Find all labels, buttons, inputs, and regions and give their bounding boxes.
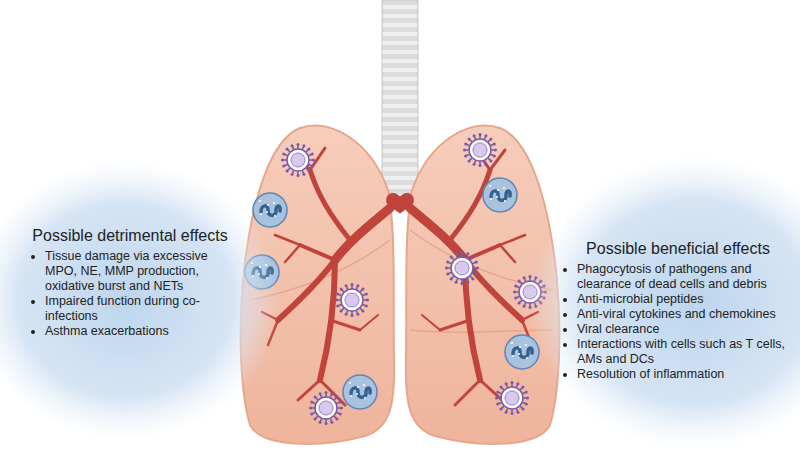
neutrophil [483,178,517,212]
effects-list: Phagocytosis of pathogens and clearance … [564,262,792,382]
trachea [382,0,418,205]
fissure [410,330,553,332]
virus-particle [309,391,343,425]
effects-text: Possible detrimental effectsTissue damag… [32,226,228,339]
virus-particle [445,251,479,285]
effect-bullet: Impaired function during co-infections [45,294,228,324]
effect-bullet: Viral clearance [577,322,792,337]
effects-text: Possible beneficial effectsPhagocytosis … [564,239,792,382]
effect-bullet: Resolution of inflammation [577,367,792,382]
virus-particle [463,133,497,167]
neutrophil [505,335,539,369]
virus-particle [495,381,529,415]
neutrophil [253,193,287,227]
effect-bullet: Anti-viral cytokines and chemokines [577,307,792,322]
effect-bullet: Tissue damage via excessive MPO, NE, MMP… [45,249,228,294]
effects-ellipse: Possible beneficial effectsPhagocytosis … [530,155,800,450]
effect-bullet: Phagocytosis of pathogens and clearance … [577,262,792,292]
virus-particle [335,283,369,317]
effects-heading: Possible detrimental effects [32,226,228,245]
effects-list: Tissue damage via excessive MPO, NE, MMP… [32,249,228,339]
effect-bullet: Interactions with cells such as T cells,… [577,337,792,367]
virus-particle [281,143,315,177]
bronchial-tree [262,148,538,405]
effect-bullet: Asthma exacerbations [45,324,228,339]
effect-bullet: Anti-microbial peptides [577,292,792,307]
effects-heading: Possible beneficial effects [564,239,792,258]
effects-ellipse: Possible detrimental effectsTissue damag… [0,160,280,440]
neutrophil [343,375,377,409]
